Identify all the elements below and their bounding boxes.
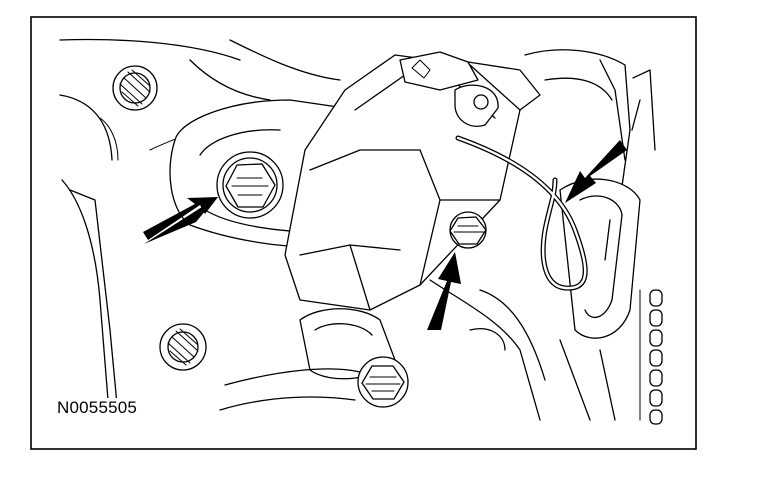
figure-id-label: N0055505: [56, 398, 139, 418]
arrow-center-bolt: [427, 252, 461, 330]
arrow-wire-loop: [565, 140, 627, 203]
engine-component-drawing: [59, 38, 663, 425]
plug-upper-left: [112, 65, 158, 111]
bolt-lower: [357, 356, 409, 408]
bolt-center: [449, 211, 487, 249]
arrow-left-bolt: [143, 197, 218, 244]
bolt-left: [216, 151, 284, 219]
timing-chain: [639, 289, 663, 425]
plug-lower-left: [159, 323, 207, 371]
figure-border: [30, 16, 697, 450]
wire-loop: [455, 135, 588, 291]
